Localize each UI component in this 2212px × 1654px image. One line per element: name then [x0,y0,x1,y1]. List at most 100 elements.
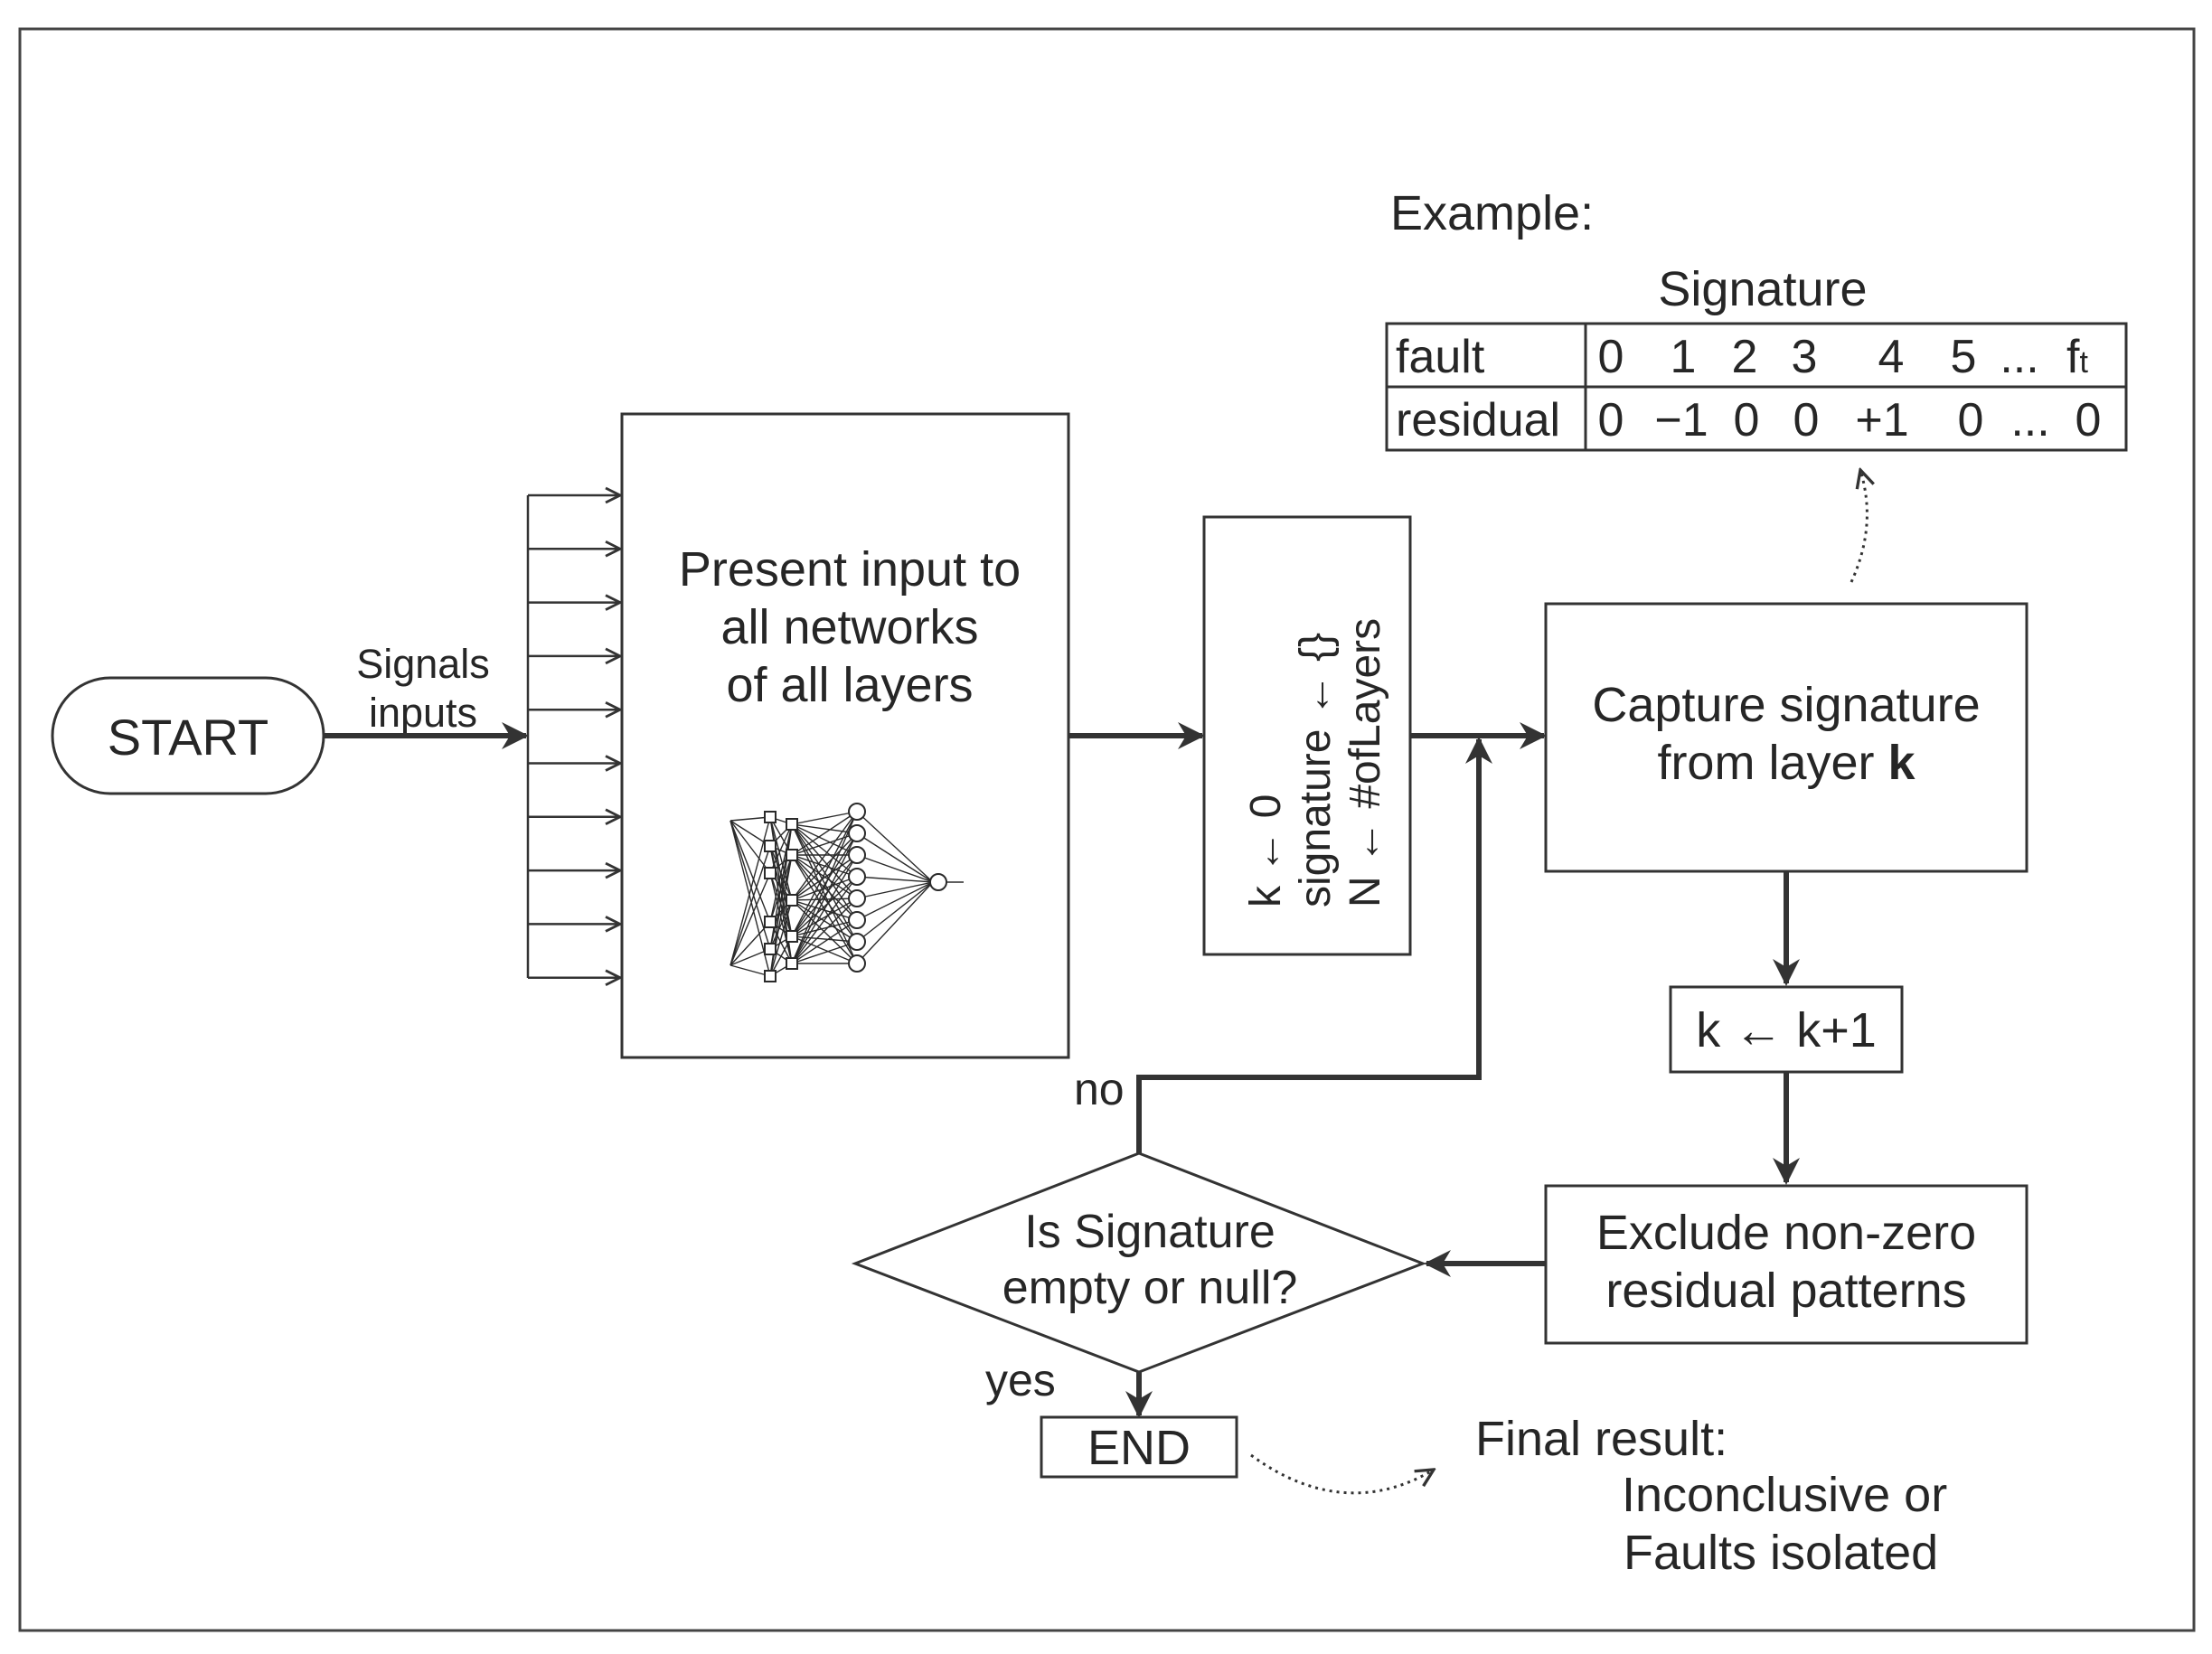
fault-cell: 4 [1878,331,1905,383]
nn-neuron [848,846,866,864]
nn-connection [791,832,858,964]
decision-line-2: empty or null? [1002,1262,1298,1314]
present-line-3: of all layers [726,658,973,712]
nn-connection [856,876,934,883]
nn-connection [729,820,771,977]
example-title: Example: [1390,186,1594,240]
nn-neuron [848,868,866,886]
fault-subscript: t [2080,345,2089,380]
inputs-label: inputs [369,690,477,736]
fault-cell: 2 [1732,331,1758,383]
nn-neuron [848,803,866,821]
nn-connection [729,964,771,977]
nn-connection [791,811,858,964]
nn-connection [729,820,771,923]
signature-table-title: Signature [1658,262,1867,316]
fault-cell: 0 [1598,331,1624,383]
nn-connection [729,845,771,966]
residual-cell: 0 [1598,394,1624,446]
nn-neuron [848,911,866,929]
nn-connection [769,816,793,901]
end-label: END [1087,1421,1191,1475]
nn-delay-unit [786,930,798,943]
nn-connection [791,854,858,901]
nn-connection [856,881,934,921]
residual-cell: 0 [1793,394,1820,446]
nn-delay-unit [764,840,777,852]
input-arrows [528,495,620,978]
nn-delay-unit [764,970,777,982]
nn-connection [791,919,858,937]
fault-cell: 5 [1951,331,1977,383]
final-result-line-2: Inconclusive or [1622,1468,1947,1522]
nn-connection [791,811,858,901]
end-box: END [1040,1415,1238,1479]
nn-delay-unit [786,849,798,861]
nn-connection [791,897,858,937]
nn-connection [729,948,771,966]
nn-delay-unit [786,818,798,831]
nn-connection [791,832,858,937]
nn-connection [791,811,858,937]
nn-neuron [848,824,866,842]
nn-delay-unit [764,811,777,823]
nn-connection [729,820,771,950]
no-loop-arrow [1136,737,1492,1153]
nn-connection [856,881,934,943]
present-line-1: Present input to [679,542,1021,597]
residual-row-label: residual [1396,394,1560,446]
exclude-line-1: Exclude non-zero [1596,1206,1976,1260]
nn-neuron [848,933,866,951]
capture-to-example-dotted-arrow [1850,470,1867,583]
no-label: no [1074,1064,1125,1114]
nn-connection [791,899,858,964]
nn-delay-unit [764,943,777,955]
residual-cell: ... [2010,394,2049,446]
capture-line-2: from layer k [1657,736,1915,790]
present-input-box: Present input to all networks of all lay… [620,412,1070,1059]
increment-label: k ← k+1 [1696,1003,1877,1057]
init-box: k ← 0 signature ← {} N ← #ofLayers [1202,515,1412,956]
nn-connection [769,823,793,874]
nn-connection [791,919,858,964]
residual-cell: 0 [2076,394,2102,446]
nn-connection [729,921,771,966]
nn-connection [769,823,793,923]
nn-connection [791,811,858,856]
nn-connection [769,935,793,977]
exclude-patterns-box: Exclude non-zero residual patterns [1544,1184,2028,1345]
nn-delay-unit [786,894,798,907]
neural-network-icon [729,803,964,982]
nn-connection [769,816,793,937]
nn-connection [769,845,793,937]
capture-line-1: Capture signature [1592,678,1980,732]
final-result-title: Final result: [1475,1412,1727,1466]
nn-connection [791,876,858,964]
outer-frame [18,27,2196,1632]
nn-connection [769,899,793,950]
nn-connection [791,811,858,825]
fault-cell: ... [2000,331,2038,383]
nn-connection [791,876,858,937]
nn-neuron [848,889,866,907]
decision-diamond: Is Signature empty or null? [851,1151,1427,1374]
end-to-result-dotted-arrow [1250,1453,1434,1495]
increment-box: k ← k+1 [1669,985,1904,1074]
init-line-k: k ← 0 [1242,794,1290,907]
start-label: START [108,709,268,766]
nn-connection [791,832,858,901]
nn-connection [791,854,858,964]
nn-connection [856,832,934,883]
nn-connection [856,854,934,883]
fault-row-label: fault [1396,331,1485,383]
nn-connection [791,941,858,964]
init-line-signature: signature ← {} [1292,633,1340,907]
present-line-2: all networks [720,600,978,654]
nn-connection [729,872,771,966]
nn-delay-unit [786,957,798,970]
yes-label: yes [985,1355,1056,1405]
nn-neuron [848,954,866,973]
